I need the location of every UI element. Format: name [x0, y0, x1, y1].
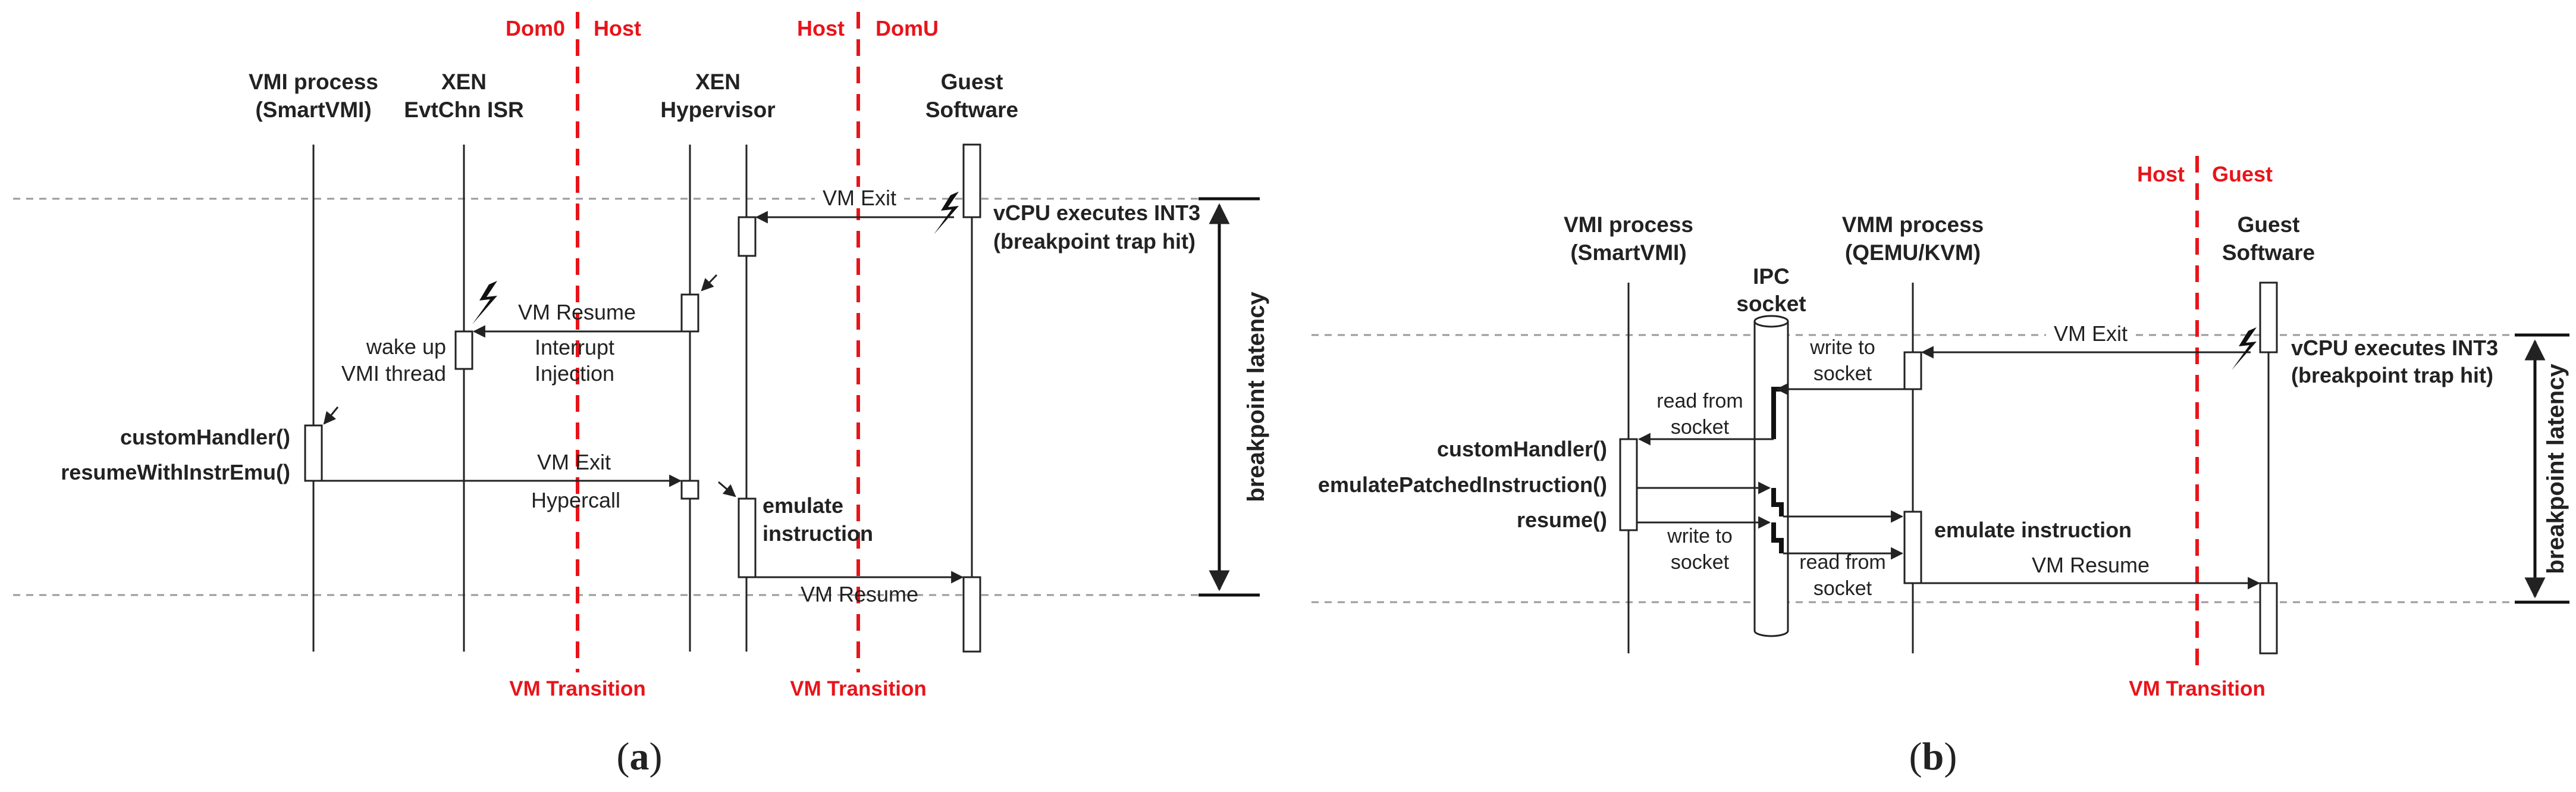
b-caption: (b): [1909, 735, 1957, 778]
b-header-ipc: IPC: [1753, 264, 1790, 289]
b-lifelines: [1627, 283, 2270, 653]
b-zone-guest: Guest: [2212, 162, 2273, 186]
a-vcpu-note: vCPU executes INT3: [993, 201, 1200, 225]
b-call-emulate-patched: emulatePatchedInstruction(): [1318, 472, 1607, 497]
a-transition-left: VM Transition: [509, 677, 645, 700]
b-vcpu-note-sub: (breakpoint trap hit): [2291, 363, 2493, 387]
a-call-resume-emu: resumeWithInstrEmu(): [61, 460, 290, 484]
a-vm-resume-2-label: VM Resume: [801, 582, 918, 606]
b-header-guest-sub: Software: [2222, 240, 2315, 265]
a-header-vmi-process-sub: (SmartVMI): [255, 98, 371, 122]
b-header-ipc-sub: socket: [1736, 292, 1806, 316]
a-latency-bracket: [1198, 197, 1260, 597]
b-ipc-socket-cylinder: [1753, 315, 1789, 637]
a-hypercall-label: Hypercall: [531, 488, 620, 512]
b-write-socket-label: write to: [1809, 336, 1875, 359]
a-emulate-note: emulate: [763, 493, 843, 518]
a-zone-host-left: Host: [594, 16, 641, 40]
a-injection-label: Injection: [535, 361, 614, 386]
b-header-vmm-process: VMM process: [1842, 212, 1984, 237]
a-vm-resume-label: VM Resume: [518, 300, 636, 324]
b-read-socket-label: read from: [1656, 390, 1743, 412]
b-call-custom-handler: customHandler(): [1437, 437, 1607, 461]
a-lifelines: [312, 145, 973, 652]
b-read-socket-2-label-sub: socket: [1813, 577, 1872, 600]
a-zone-dom0: Dom0: [506, 16, 565, 40]
a-zone-domu: DomU: [876, 16, 939, 40]
a-header-guest-sub: Software: [925, 98, 1018, 122]
a-vm-exit-2-label: VM Exit: [537, 450, 611, 474]
a-header-xen-hypervisor: XEN: [695, 70, 741, 94]
a-vm-exit-label: VM Exit: [823, 186, 896, 210]
a-header-vmi-process: VMI process: [249, 70, 378, 94]
b-read-socket-label-sub: socket: [1671, 416, 1730, 439]
b-vcpu-note: vCPU executes INT3: [2291, 336, 2498, 360]
a-vmi-thread-label: VMI thread: [341, 361, 446, 386]
b-header-vmm-process-sub: (QEMU/KVM): [1845, 240, 1981, 265]
b-trap-bolt: [2232, 327, 2257, 370]
a-caption: (a): [617, 735, 663, 778]
a-header-guest: Guest: [941, 70, 1003, 94]
b-header-guest: Guest: [2238, 212, 2300, 237]
a-emulate-note-sub: instruction: [763, 521, 873, 546]
b-emulate-note: emulate instruction: [1934, 518, 2132, 542]
a-call-custom-handler: customHandler(): [120, 425, 290, 449]
panel-b: Host Guest VMI process (SmartVMI) IPC so…: [1311, 156, 2569, 778]
b-write-socket-2-label: write to: [1667, 525, 1733, 547]
b-header-vmi-process: VMI process: [1564, 212, 1693, 237]
a-header-xen-evtchn: XEN: [441, 70, 487, 94]
a-transition-right: VM Transition: [790, 677, 926, 700]
b-header-vmi-process-sub: (SmartVMI): [1570, 240, 1686, 265]
b-read-socket-2-label: read from: [1799, 551, 1886, 574]
b-vm-resume-label: VM Resume: [2032, 553, 2150, 577]
b-zone-host: Host: [2137, 162, 2185, 186]
b-write-socket-2-label-sub: socket: [1671, 551, 1730, 574]
a-vcpu-note-sub: (breakpoint trap hit): [993, 229, 1196, 253]
b-call-resume: resume(): [1517, 508, 1607, 532]
a-interrupt-label: Interrupt: [535, 335, 614, 359]
a-interrupt-bolt: [472, 281, 497, 324]
b-write-socket-label-sub: socket: [1813, 362, 1872, 385]
a-zone-host-right: Host: [797, 16, 845, 40]
a-wake-up-label: wake up: [366, 334, 446, 359]
a-callout-arrows: [323, 274, 736, 497]
b-vm-exit-label: VM Exit: [2054, 321, 2128, 346]
a-activations: [304, 143, 981, 653]
a-header-xen-evtchn-sub: EvtChn ISR: [404, 98, 523, 122]
b-latency-label: breakpoint latency: [2543, 364, 2569, 574]
b-activations: [1619, 281, 2278, 655]
b-transition: VM Transition: [2129, 677, 2265, 700]
b-latency-bracket: [2515, 333, 2569, 604]
a-latency-label: breakpoint latency: [1243, 292, 1269, 502]
panel-a: Dom0 Host Host DomU VMI process (SmartVM…: [13, 12, 1269, 778]
a-header-xen-hypervisor-sub: Hypervisor: [660, 98, 775, 122]
